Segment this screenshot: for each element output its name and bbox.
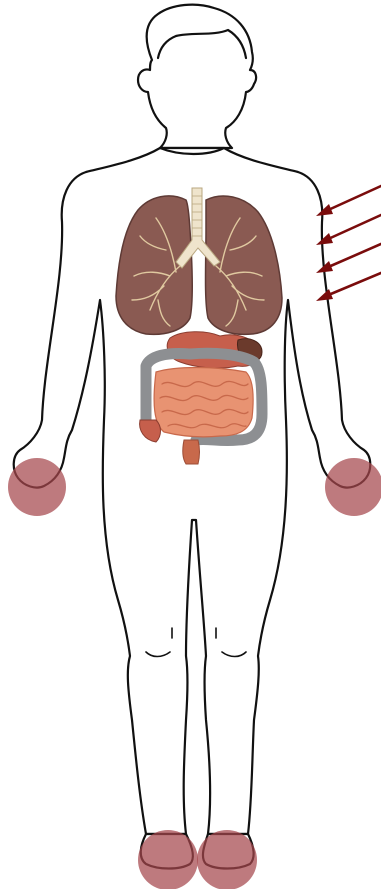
arrow-1 [316,186,381,216]
highlight-regions [8,458,381,889]
head-outline [138,5,256,148]
left-hand-highlight [8,458,66,516]
rectum [183,440,200,464]
right-hand-highlight [325,458,381,516]
arrow-2 [316,215,381,245]
arrow-3 [316,244,381,273]
left-foot-highlight [138,830,198,889]
right-foot-highlight [197,830,257,889]
small-intestine-mass [154,368,253,437]
